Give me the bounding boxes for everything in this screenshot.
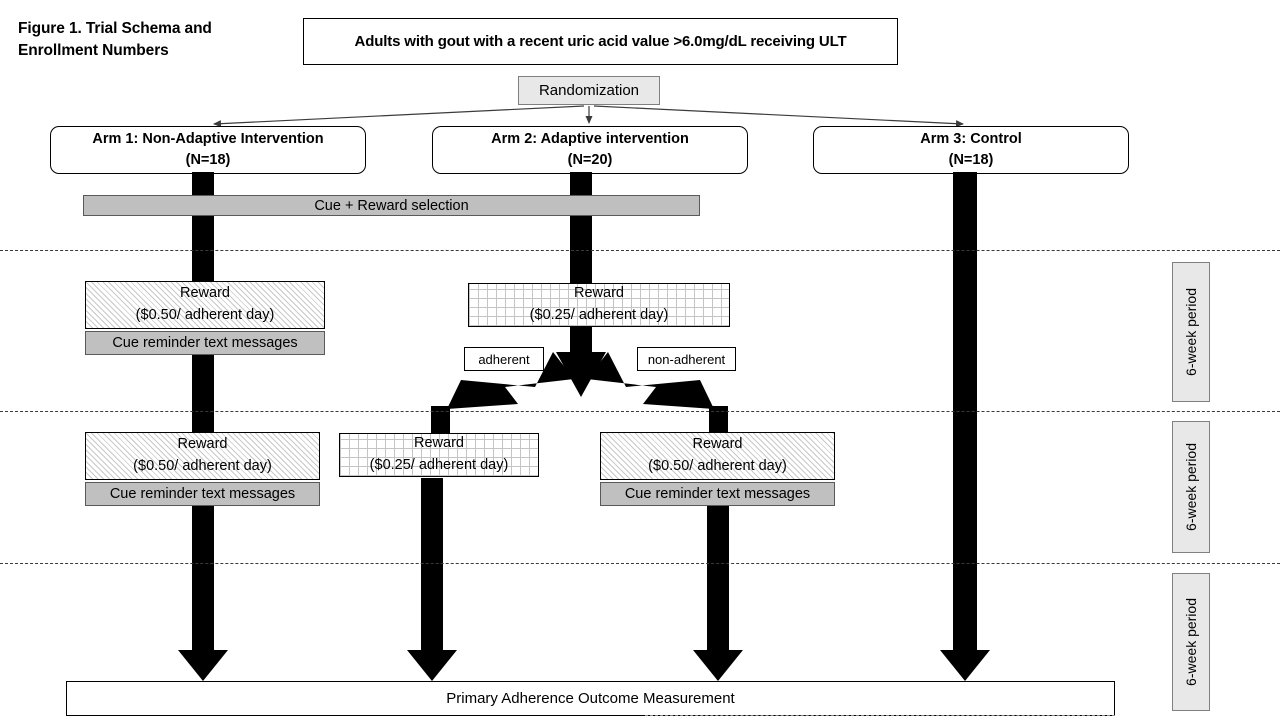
arm-1-flow-bar-segment-3 <box>192 505 214 653</box>
population-box: Adults with gout with a recent uric acid… <box>303 18 898 65</box>
arm-1-outcome-arrowhead <box>178 650 228 681</box>
arm-1-enrollment: (N=18) <box>185 152 231 168</box>
population-label: Adults with gout with a recent uric acid… <box>354 33 847 50</box>
branch-down-arrowhead <box>556 352 606 397</box>
period-divider-1 <box>0 250 1280 251</box>
period-2-arm-1-reward-amount: ($0.50/ adherent day) <box>133 457 272 474</box>
adherent-branch-text: adherent <box>478 351 530 367</box>
period-2-non-adherent-cue-text-bar: Cue reminder text messages <box>600 482 835 506</box>
arm-2-flow-bar-segment-2 <box>570 324 592 352</box>
non-adherent-branch-label: non-adherent <box>637 347 736 371</box>
arm-3-box: Arm 3: Control (N=18) <box>813 126 1129 174</box>
period-2-arm-1-reward-box: Reward ($0.50/ adherent day) <box>85 432 320 480</box>
period-2-adherent-reward-box: Reward ($0.25/ adherent day) <box>339 433 539 477</box>
arm-2-enrollment: (N=20) <box>567 152 613 168</box>
non-adherent-branch-text: non-adherent <box>647 351 726 367</box>
arm-1-flow-bar-segment-2 <box>192 352 214 434</box>
cue-reward-selection-bar: Cue + Reward selection <box>83 195 700 216</box>
randomization-label: Randomization <box>538 82 640 99</box>
arm-2-flow-bar-segment-1 <box>570 172 592 284</box>
period-label-1: 6-week period <box>1172 262 1210 402</box>
period-label-1-text: 6-week period <box>1183 288 1199 376</box>
period-divider-3 <box>0 563 1280 564</box>
period-2-non-adherent-reward-box: Reward ($0.50/ adherent day) <box>600 432 835 480</box>
cue-reward-selection-label: Cue + Reward selection <box>314 197 469 214</box>
period-2-arm-1-reward-title: Reward <box>177 435 228 452</box>
arm-2-box: Arm 2: Adaptive intervention (N=20) <box>432 126 748 174</box>
period-2-arm-1-cue-text-label: Cue reminder text messages <box>109 486 296 502</box>
period-2-non-adherent-reward-title: Reward <box>692 435 743 452</box>
figure-title: Figure 1. Trial Schema and Enrollment Nu… <box>18 20 212 60</box>
period-label-2: 6-week period <box>1172 421 1210 553</box>
period-2-non-adherent-reward-amount: ($0.50/ adherent day) <box>648 457 787 474</box>
adherent-outcome-arrowhead <box>407 650 457 681</box>
period-label-3-text: 6-week period <box>1183 598 1199 686</box>
arm-3-flow-bar <box>953 172 977 653</box>
arm-2-name: Arm 2: Adaptive intervention <box>491 130 689 147</box>
outcome-baseline-divider <box>645 715 1115 716</box>
period-divider-2 <box>0 411 1280 412</box>
period-1-arm-2-reward-amount: ($0.25/ adherent day) <box>529 306 669 323</box>
arm-1-flow-bar-segment-1 <box>192 172 214 282</box>
period-1-arm-1-reward-amount: ($0.50/ adherent day) <box>135 306 275 323</box>
period-2-adherent-reward-title: Reward <box>414 434 464 451</box>
primary-outcome-label: Primary Adherence Outcome Measurement <box>446 690 735 707</box>
period-label-3: 6-week period <box>1172 573 1210 711</box>
period-1-arm-1-cue-text-label: Cue reminder text messages <box>112 335 298 351</box>
adherent-flow-bar-stub <box>431 406 450 436</box>
arm-3-outcome-arrowhead <box>940 650 990 681</box>
period-1-arm-1-reward-title: Reward <box>180 284 230 301</box>
period-2-adherent-reward-amount: ($0.25/ adherent day) <box>369 456 509 473</box>
non-adherent-flow-bar-segment-2 <box>707 505 729 653</box>
period-1-arm-2-reward-box: Reward ($0.25/ adherent day) <box>468 283 730 327</box>
period-2-arm-1-cue-text-bar: Cue reminder text messages <box>85 482 320 506</box>
randomization-box: Randomization <box>518 76 660 105</box>
adherent-flow-bar-segment-2 <box>421 478 443 653</box>
arm-1-box: Arm 1: Non-Adaptive Intervention (N=18) <box>50 126 366 174</box>
adherent-branch-label: adherent <box>464 347 544 371</box>
arm-1-name: Arm 1: Non-Adaptive Intervention <box>92 130 324 147</box>
period-1-arm-1-cue-text-bar: Cue reminder text messages <box>85 331 325 355</box>
non-adherent-flow-bar-stub <box>709 406 728 436</box>
period-2-non-adherent-cue-text-label: Cue reminder text messages <box>624 486 811 502</box>
non-adherent-outcome-arrowhead <box>693 650 743 681</box>
period-1-arm-1-reward-box: Reward ($0.50/ adherent day) <box>85 281 325 329</box>
period-label-2-text: 6-week period <box>1183 443 1199 531</box>
period-1-arm-2-reward-title: Reward <box>574 284 624 301</box>
primary-outcome-bar: Primary Adherence Outcome Measurement <box>66 681 1115 716</box>
arm-3-enrollment: (N=18) <box>948 152 994 168</box>
arm-3-name: Arm 3: Control <box>920 130 1022 147</box>
